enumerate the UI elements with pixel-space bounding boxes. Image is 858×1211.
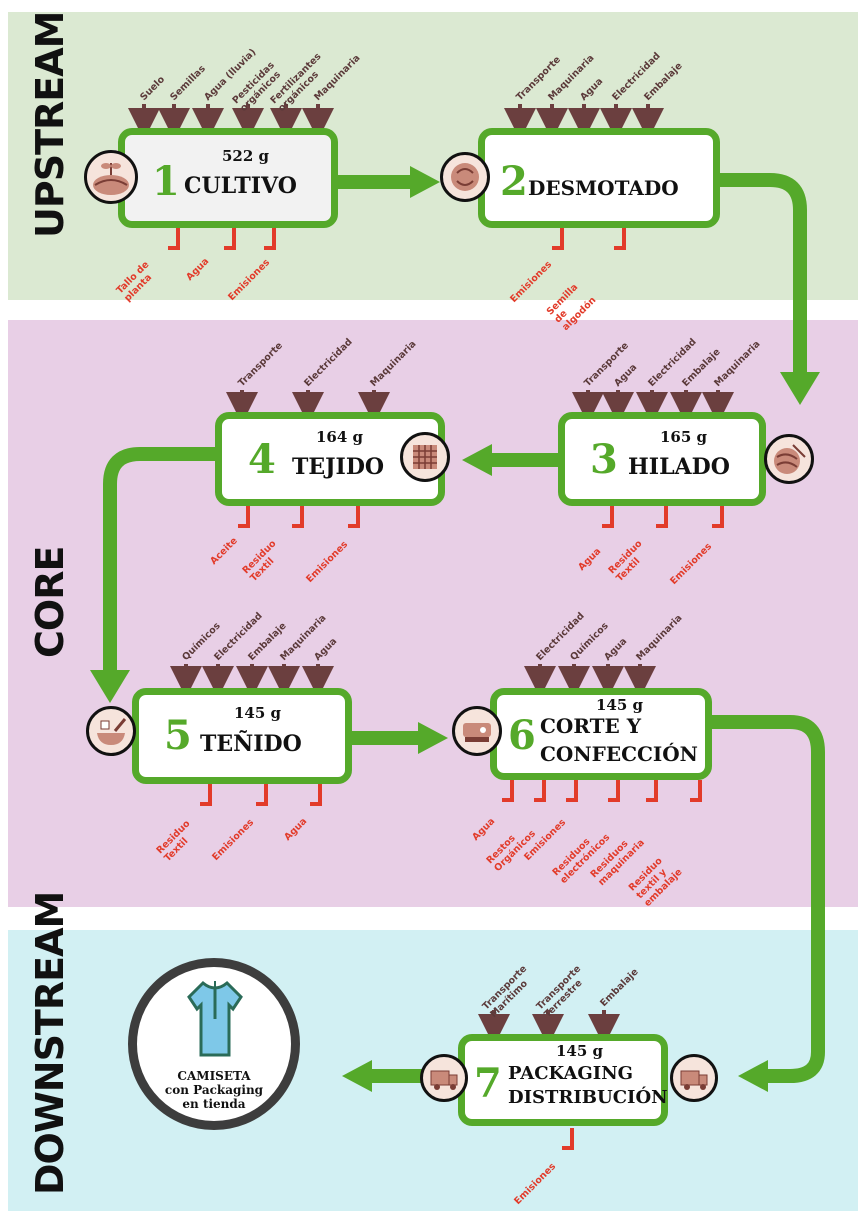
stage-5-number: 5 [164, 712, 192, 759]
stage-7-box [458, 1034, 668, 1126]
stage-5-box [132, 688, 352, 784]
delivery-truck-icon [670, 1054, 718, 1102]
stage-6-mass: 145 g [596, 696, 644, 714]
delivery-truck-icon [420, 1054, 468, 1102]
tshirt-icon [187, 979, 243, 1063]
stage-6-number: 6 [508, 712, 536, 759]
stage-1-mass: 522 g [222, 147, 270, 165]
yarn-ball-icon [764, 434, 814, 484]
stage-7-name-line2: DISTRIBUCIÓN [508, 1087, 668, 1108]
arrowhead-6-7 [738, 1060, 768, 1092]
arrowhead-1-2 [410, 166, 440, 198]
stage-3-mass: 165 g [660, 428, 708, 446]
sewing-machine-icon [452, 706, 502, 756]
arrowhead-3-4 [462, 444, 492, 476]
stage-6-name-line2: CONFECCIÓN [540, 742, 698, 766]
final-line-3: en tienda [182, 1097, 246, 1111]
stage-4-name: TEJIDO [292, 454, 385, 480]
arrowhead-5-6 [418, 722, 448, 754]
final-line-1: CAMISETA [177, 1069, 251, 1083]
stage-2-name: DESMOTADO [528, 176, 679, 200]
stage-4-mass: 164 g [316, 428, 364, 446]
woven-fabric-icon [400, 432, 450, 482]
stage-3-name: HILADO [628, 454, 730, 480]
stage-6-name-line1: CORTE Y [540, 714, 641, 738]
cotton-boll-icon [440, 152, 490, 202]
stage-7-name-line1: PACKAGING [508, 1063, 634, 1084]
stage-1-number: 1 [152, 158, 180, 205]
arrowhead-7-final [342, 1060, 372, 1092]
stage-1-name: CULTIVO [184, 173, 297, 199]
stage-3-number: 3 [590, 436, 618, 483]
stage-6-box [490, 688, 712, 780]
stage-2-number: 2 [500, 158, 528, 205]
arrowhead-4-5 [90, 670, 130, 703]
stage-7-number: 7 [474, 1060, 502, 1107]
farm-field-icon [84, 150, 138, 204]
arrowhead-2-3 [780, 372, 820, 405]
stage-3-box [558, 412, 766, 506]
flow-6-7 [712, 715, 825, 1083]
stage-7-mass: 145 g [556, 1042, 604, 1060]
stage-5-mass: 145 g [234, 704, 282, 722]
flow-4-5 [103, 447, 215, 672]
final-line-2: con Packaging [164, 1083, 264, 1097]
stage-4-number: 4 [248, 436, 276, 483]
final-product-label: CAMISETA con Packaging en tienda [137, 1069, 291, 1111]
flow-2-3 [720, 173, 807, 375]
stage-5-name: TEÑIDO [200, 731, 302, 757]
dye-bowl-icon [86, 706, 136, 756]
final-product-circle: CAMISETA con Packaging en tienda [128, 958, 300, 1130]
